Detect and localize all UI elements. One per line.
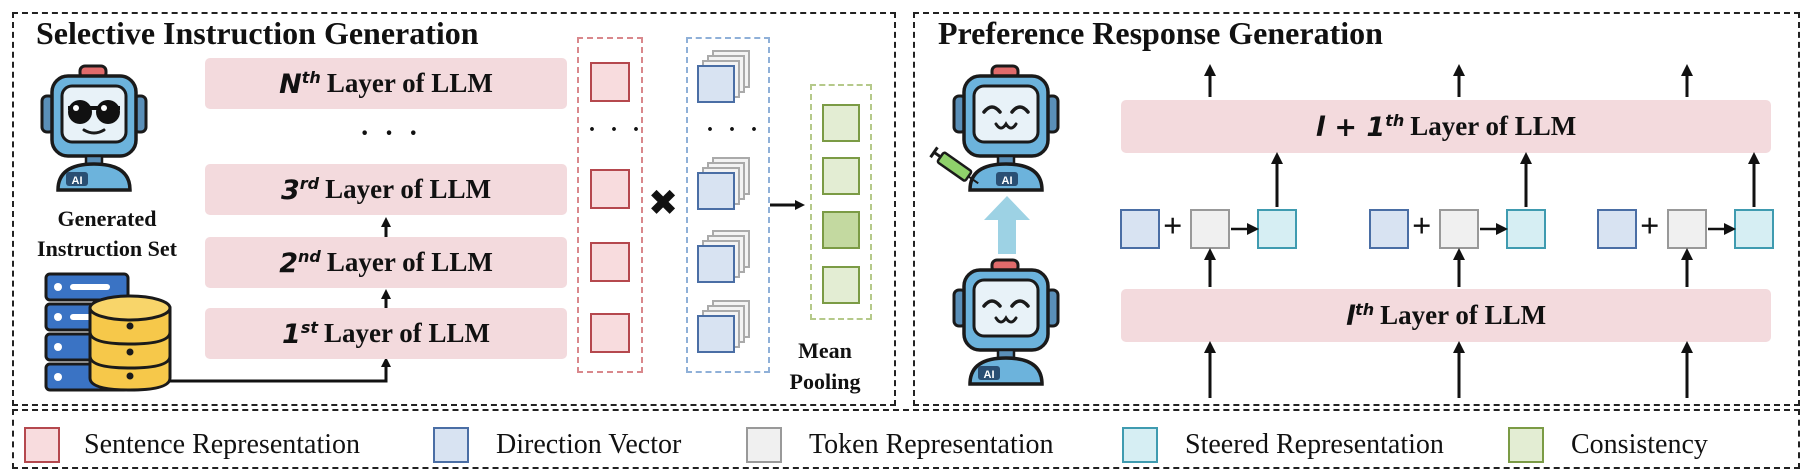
layer-n-sup: th: [301, 67, 321, 87]
selective-instruction-title: Selective Instruction Generation: [36, 15, 479, 51]
legend-label-consistency: Consistency: [1571, 429, 1708, 460]
preference-response-title: Preference Response Generation: [938, 15, 1383, 51]
consistency-3: [822, 211, 860, 249]
consistency-4: [822, 266, 860, 304]
consistency-1: [822, 104, 860, 142]
plus-sign: +: [1163, 208, 1183, 245]
preference-response-panel: [913, 12, 1800, 406]
sentence-rep-3: [590, 169, 630, 209]
layer-1-sup: st: [300, 317, 318, 337]
legend-swatch-direction: [433, 427, 469, 463]
layer-l-plus-1: l + 1th Layer of LLM: [1121, 100, 1771, 153]
consistency-group: [810, 84, 872, 320]
layer-n: Nth Layer of LLM: [205, 58, 567, 109]
layer-3-label: Layer of LLM: [325, 174, 492, 204]
mean-label: Mean: [798, 338, 852, 363]
layer-l-label: Layer of LLM: [1380, 300, 1547, 330]
legend-swatch-token: [746, 427, 782, 463]
layer-2-math: 2: [279, 247, 298, 279]
multiply-icon: ✖: [648, 183, 679, 224]
layer-l-plus-1-label: Layer of LLM: [1410, 111, 1577, 141]
layer-3-math: 3: [280, 174, 300, 206]
sentence-rep-n: [590, 62, 630, 102]
pooling-label: Pooling: [789, 369, 861, 394]
legend-swatch-steered: [1122, 427, 1158, 463]
legend-swatch-sentence: [24, 427, 60, 463]
layer-l: lth Layer of LLM: [1121, 289, 1771, 342]
steered-rep-c: [1734, 209, 1774, 249]
selective-instruction-panel: [12, 12, 896, 406]
direction-vector-2: [697, 245, 735, 283]
direction-vector-b: [1369, 209, 1409, 249]
robot-badge-text: AI: [984, 369, 995, 381]
layer-2-sup: nd: [297, 246, 321, 266]
steering-up-arrow: [984, 196, 1030, 254]
robot-sunglasses-icon: AI: [40, 64, 148, 192]
legend-label-token: Token Representation: [809, 429, 1054, 460]
legend-swatch-consistency: [1508, 427, 1544, 463]
layer-l-plus-1-sup: th: [1385, 110, 1405, 130]
direction-vector-1: [697, 315, 735, 353]
direction-vector-3: [697, 172, 735, 210]
database-server-icon: [44, 272, 172, 392]
layer-ellipsis: · · ·: [360, 118, 423, 149]
robot-badge-text: AI: [1002, 175, 1013, 187]
layer-2: 2nd Layer of LLM: [205, 237, 567, 288]
steered-rep-a: [1257, 209, 1297, 249]
layer-1: 1st Layer of LLM: [205, 308, 567, 359]
sentence-ellipsis: · · ·: [588, 117, 645, 143]
instruction-set-label: Instruction Set: [37, 236, 177, 261]
legend: Sentence Representation Direction Vector…: [12, 409, 1800, 469]
sentence-representation-group: [577, 37, 643, 373]
layer-1-math: 1: [282, 318, 301, 350]
layer-n-label: Layer of LLM: [326, 68, 493, 98]
legend-label-steered: Steered Representation: [1185, 429, 1444, 460]
robot-badge-text: AI: [72, 175, 83, 187]
sentence-rep-2: [590, 242, 630, 282]
direction-vector-c: [1597, 209, 1637, 249]
layer-2-label: Layer of LLM: [326, 247, 493, 277]
layer-n-math: N: [279, 68, 302, 100]
generated-label: Generated: [57, 206, 157, 231]
layer-3: 3rd Layer of LLM: [205, 164, 567, 215]
consistency-2: [822, 157, 860, 195]
robot-icon: AI: [952, 258, 1060, 386]
layer-l-plus-1-math: l + 1: [1315, 111, 1386, 143]
legend-label-direction: Direction Vector: [496, 429, 682, 460]
legend-label-sentence: Sentence Representation: [84, 429, 361, 460]
layer-1-label: Layer of LLM: [323, 318, 490, 348]
robot-steered-icon: AI: [929, 64, 1060, 192]
plus-sign: +: [1412, 208, 1432, 245]
layer-3-sup: rd: [299, 173, 320, 193]
layer-l-sup: th: [1355, 299, 1375, 319]
direction-vector-a: [1120, 209, 1160, 249]
direction-vector-n: [697, 65, 735, 103]
layer-l-math: l: [1345, 300, 1356, 332]
direction-vector-group: [686, 37, 770, 373]
sentence-rep-1: [590, 313, 630, 353]
plus-sign: +: [1640, 208, 1660, 245]
direction-ellipsis: · · ·: [706, 117, 763, 143]
